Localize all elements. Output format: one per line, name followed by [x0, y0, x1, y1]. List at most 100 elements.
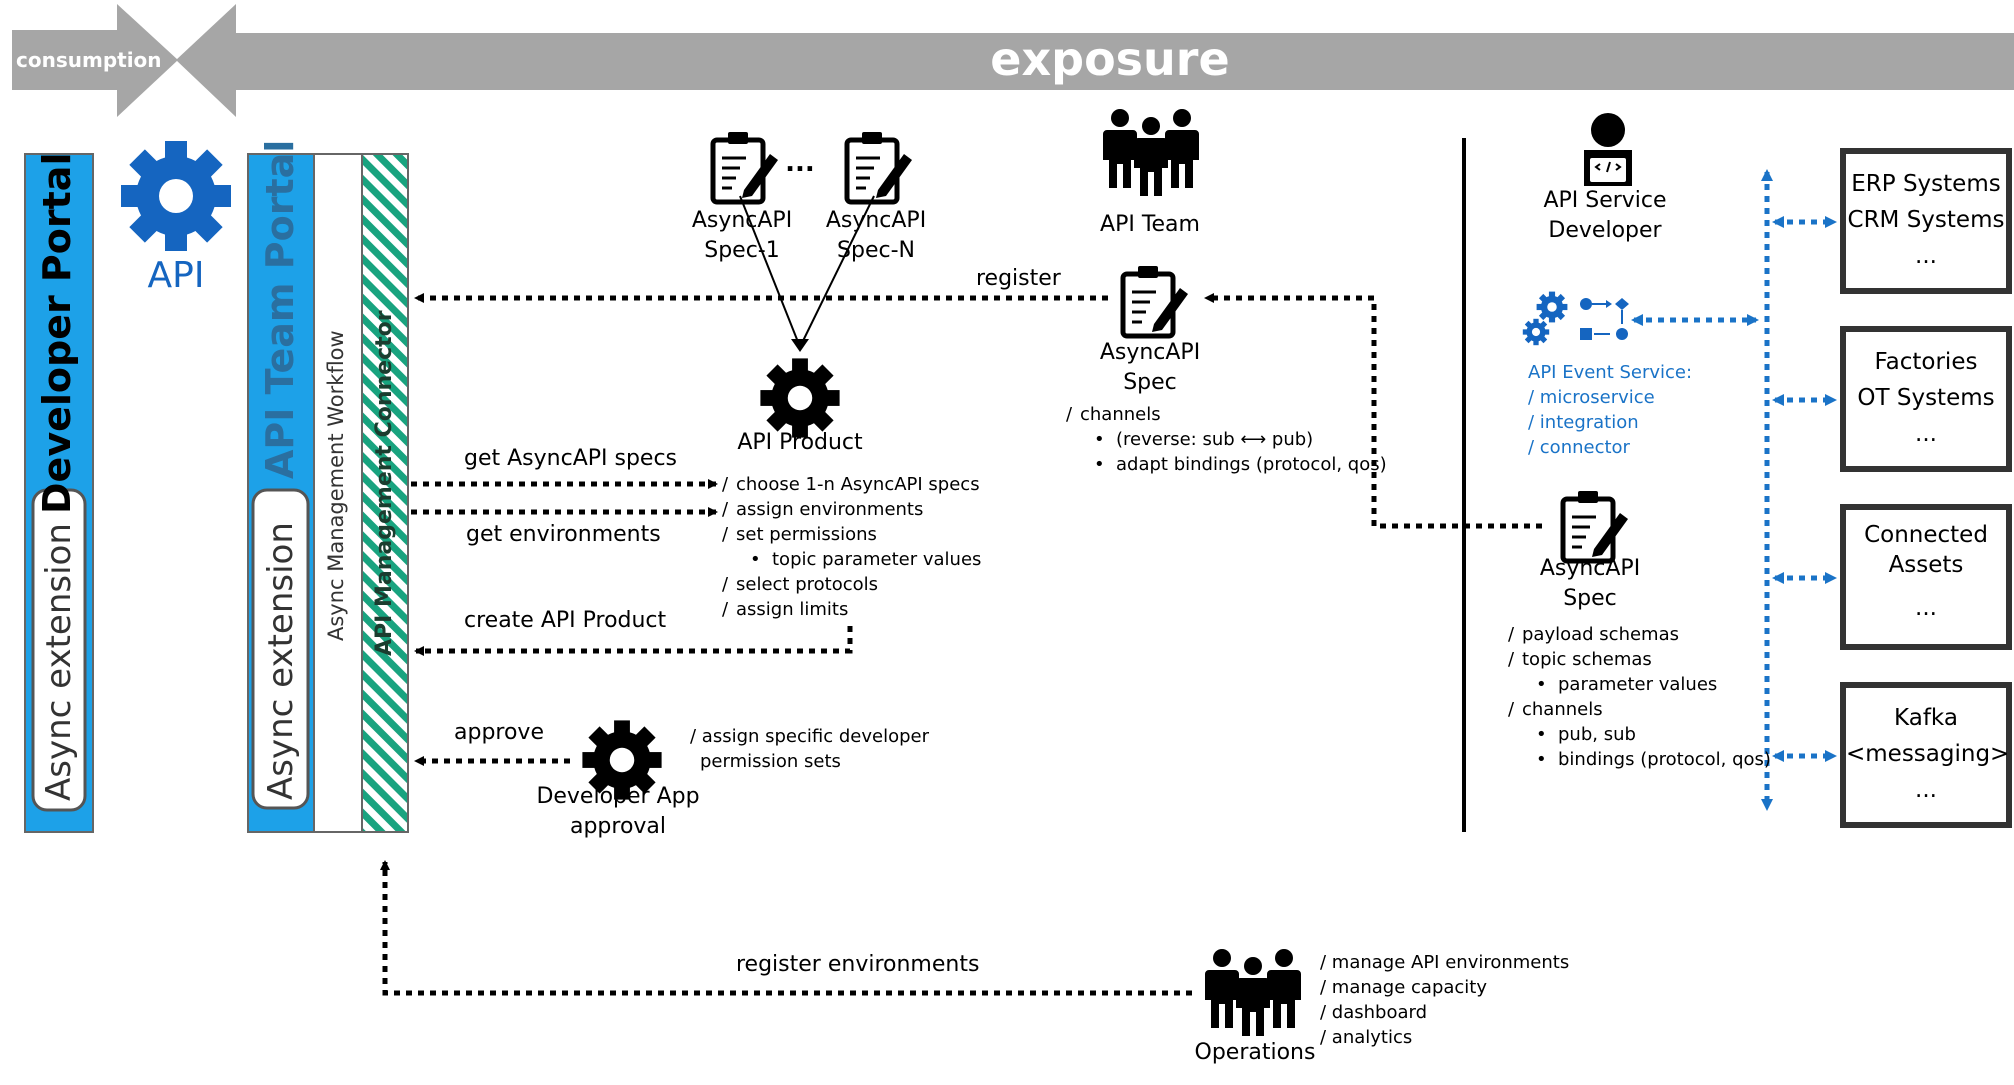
system-box-erp[interactable]: ERP Systems CRM Systems ...: [1840, 148, 2012, 294]
connector-label: API Management Connector: [372, 310, 397, 656]
detail-prefix: /: [1066, 404, 1073, 425]
system-box-kafka[interactable]: Kafka <messaging> ...: [1840, 682, 2012, 828]
detail-prefix: •: [1094, 429, 1105, 450]
detail-text: payload schemas: [1522, 624, 1679, 645]
detail-text: choose 1-n AsyncAPI specs: [736, 474, 980, 495]
center-spec-line1: AsyncAPI: [1099, 340, 1201, 365]
system-box-line: Assets: [1888, 552, 1964, 578]
operations-details: / manage API environments / manage capaci…: [1320, 950, 1569, 1050]
detail-item: / dashboard: [1320, 1002, 1428, 1023]
system-box-factories[interactable]: Factories OT Systems ...: [1840, 326, 2012, 472]
detail-item: /channels: [1066, 402, 1387, 427]
system-box-line: ERP Systems: [1851, 171, 2001, 197]
spec-n-label-line1: AsyncAPI: [825, 208, 927, 233]
detail-prefix: /: [722, 599, 729, 620]
developer-app-line2: approval: [569, 814, 667, 839]
detail-prefix: •: [1536, 724, 1547, 745]
detail-item: • topic parameter values: [722, 547, 981, 572]
system-box-line: CRM Systems: [1847, 207, 2005, 233]
get-environments-label: get environments: [466, 522, 661, 547]
spec-ellipsis: ...: [785, 148, 815, 178]
detail-text: adapt bindings (protocol, qos): [1116, 454, 1387, 475]
connector-bar: [361, 153, 409, 833]
detail-item: / topic schemas: [1508, 647, 1771, 672]
detail-item: /set permissions: [722, 522, 981, 547]
detail-prefix: /: [1508, 649, 1515, 670]
consumption-arrow: [12, 4, 178, 117]
detail-item: /assign environments: [722, 497, 981, 522]
event-service-icon: [1517, 285, 1629, 351]
right-spec-line1: AsyncAPI: [1539, 556, 1641, 581]
api-product-gear-icon: [743, 341, 857, 455]
detail-prefix: /: [722, 524, 729, 545]
register-environments-label: register environments: [736, 952, 980, 977]
system-box-line: ...: [1915, 243, 1937, 269]
detail-prefix: /: [1508, 624, 1515, 645]
create-product-label: create API Product: [464, 608, 667, 633]
register-label: register: [976, 266, 1061, 291]
service-developer-line2: Developer: [1548, 218, 1662, 243]
detail-item: / manage API environments: [1320, 952, 1570, 973]
system-box-line: ...: [1915, 421, 1937, 447]
workflow-label: Async Management Workflow: [324, 330, 348, 641]
spec-1-icon: [713, 132, 778, 202]
detail-text: topic parameter values: [772, 549, 982, 570]
system-box-line: Factories: [1874, 349, 1978, 375]
developer-app-detail-2: permission sets: [700, 751, 841, 772]
detail-prefix: /: [722, 474, 729, 495]
detail-prefix: •: [1094, 454, 1105, 475]
detail-item: / manage capacity: [1320, 977, 1488, 998]
detail-text: (reverse: sub ⟷ pub): [1116, 429, 1314, 450]
center-spec-details: /channels•(reverse: sub ⟷ pub)•adapt bin…: [1066, 402, 1387, 477]
service-developer-line1: API Service: [1543, 188, 1667, 213]
right-spec-line2: Spec: [1563, 586, 1617, 611]
detail-prefix: •: [750, 549, 761, 570]
api-team-portal-title[interactable]: API Team Portal: [258, 139, 302, 479]
developer-async-extension[interactable]: Async extension: [39, 523, 79, 801]
developer-app-detail-1: / assign specific developer: [690, 726, 930, 747]
detail-item: • adapt bindings (protocol, qos): [1066, 452, 1387, 477]
api-label: API: [147, 255, 205, 296]
detail-text: assign environments: [736, 499, 924, 520]
system-box-line: Kafka: [1894, 705, 1958, 731]
event-service-item-2: / integration: [1528, 412, 1639, 433]
team-async-extension[interactable]: Async extension: [261, 522, 301, 800]
detail-item: • (reverse: sub ⟷ pub): [1066, 427, 1387, 452]
exposure-label: exposure: [990, 32, 1230, 86]
event-service-item-1: / microservice: [1528, 387, 1655, 408]
detail-text: select protocols: [736, 574, 879, 595]
detail-text: topic schemas: [1522, 649, 1652, 670]
approve-label: approve: [454, 720, 544, 745]
detail-text: parameter values: [1558, 674, 1718, 695]
spec-n-label-line2: Spec-N: [837, 238, 915, 263]
event-service-item-3: / connector: [1528, 437, 1630, 458]
detail-item: / channels: [1508, 697, 1771, 722]
detail-item: / choose 1-n AsyncAPI specs: [722, 472, 981, 497]
developer-app-line1: Developer App: [536, 784, 700, 809]
right-spec-icon: [1563, 491, 1628, 561]
service-developer-icon: [1584, 113, 1632, 186]
system-box-line: Connected: [1864, 522, 1988, 548]
consumption-label: consumption: [16, 48, 162, 72]
operations-icon: [1205, 949, 1301, 1036]
system-box-connected-assets[interactable]: Connected Assets ...: [1840, 504, 2012, 650]
detail-prefix: /: [1508, 699, 1515, 720]
detail-item: / select protocols: [722, 572, 981, 597]
center-spec-icon: [1123, 266, 1188, 336]
api-product-label: API Product: [737, 430, 863, 455]
detail-prefix: •: [1536, 674, 1547, 695]
detail-item: • parameter values: [1508, 672, 1771, 697]
developer-portal-title[interactable]: Developer Portal: [35, 152, 79, 514]
detail-item: •pub, sub: [1508, 722, 1771, 747]
system-box-line: ...: [1915, 777, 1937, 803]
detail-text: bindings (protocol, qos): [1558, 749, 1771, 770]
developer-app-gear-icon: [565, 703, 679, 817]
center-spec-line2: Spec: [1123, 370, 1177, 395]
detail-text: channels: [1522, 699, 1603, 720]
detail-prefix: /: [722, 574, 729, 595]
right-spec-details: / payload schemas / topic schemas • parameter…: [1508, 622, 1771, 772]
detail-item: /assign limits: [722, 597, 981, 622]
api-team-icon: [1103, 109, 1199, 196]
spec-1-label-line1: AsyncAPI: [691, 208, 793, 233]
